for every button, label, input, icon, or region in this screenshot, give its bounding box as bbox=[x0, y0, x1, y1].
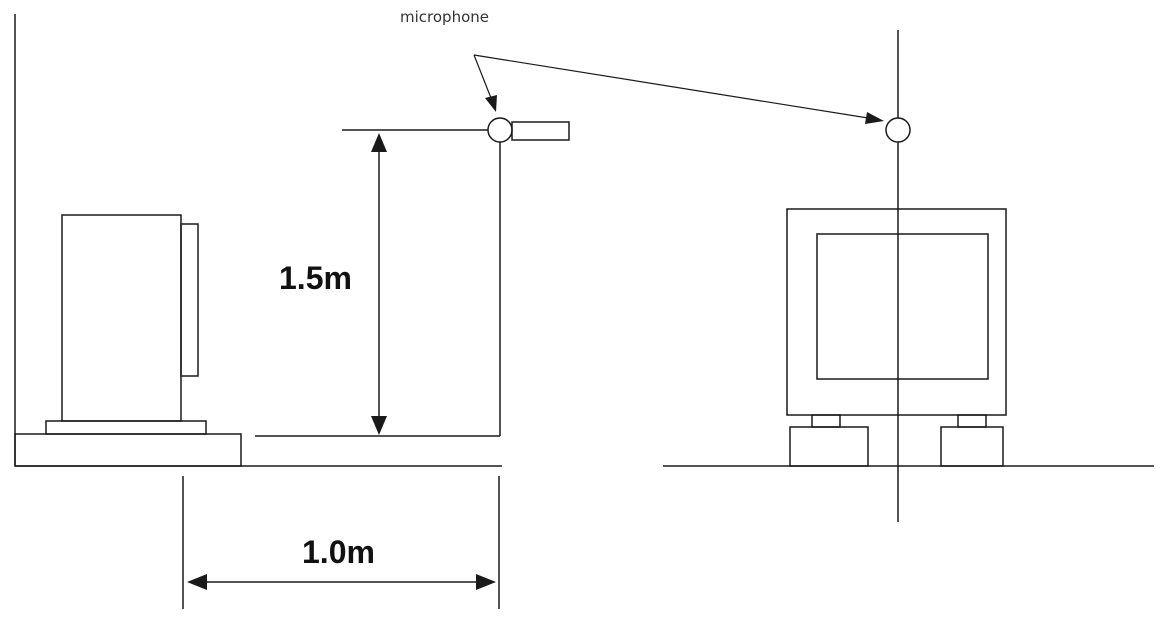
height-dimension-arrow-top bbox=[371, 133, 387, 152]
front-view-appliance-panel bbox=[816, 233, 989, 380]
microphone-leader-arrow-side bbox=[485, 95, 497, 112]
distance-dimension-arrow-left bbox=[187, 574, 207, 590]
front-view-left-foot-connector bbox=[811, 414, 841, 428]
front-view-left-foot bbox=[789, 426, 869, 467]
height-dimension-arrow-bottom bbox=[371, 416, 387, 435]
microphone-callout: microphone bbox=[400, 8, 884, 124]
side-view-appliance-front-panel bbox=[180, 223, 199, 377]
front-view bbox=[663, 30, 1154, 522]
microphone-side-capsule bbox=[487, 117, 513, 143]
microphone-leader-to-side bbox=[473, 54, 492, 99]
side-view-stand-plate bbox=[45, 420, 207, 435]
microphone-front-capsule bbox=[885, 117, 911, 143]
microphone-label: microphone bbox=[400, 8, 489, 26]
distance-dimension-arrow-right bbox=[476, 574, 496, 590]
side-view-base-platform bbox=[14, 433, 242, 467]
front-view-appliance-body bbox=[786, 208, 1007, 416]
side-view: 1.5m 1.0m bbox=[14, 14, 570, 609]
microphone-side-body bbox=[511, 121, 570, 141]
front-view-right-foot bbox=[940, 426, 1004, 467]
side-view-appliance-body bbox=[61, 214, 182, 422]
front-view-right-foot-connector bbox=[957, 414, 987, 428]
distance-dimension-label: 1.0m bbox=[302, 534, 375, 570]
height-dimension-label: 1.5m bbox=[279, 260, 352, 296]
microphone-leader-to-front bbox=[473, 54, 869, 119]
microphone-leader-arrow-front bbox=[865, 112, 884, 124]
